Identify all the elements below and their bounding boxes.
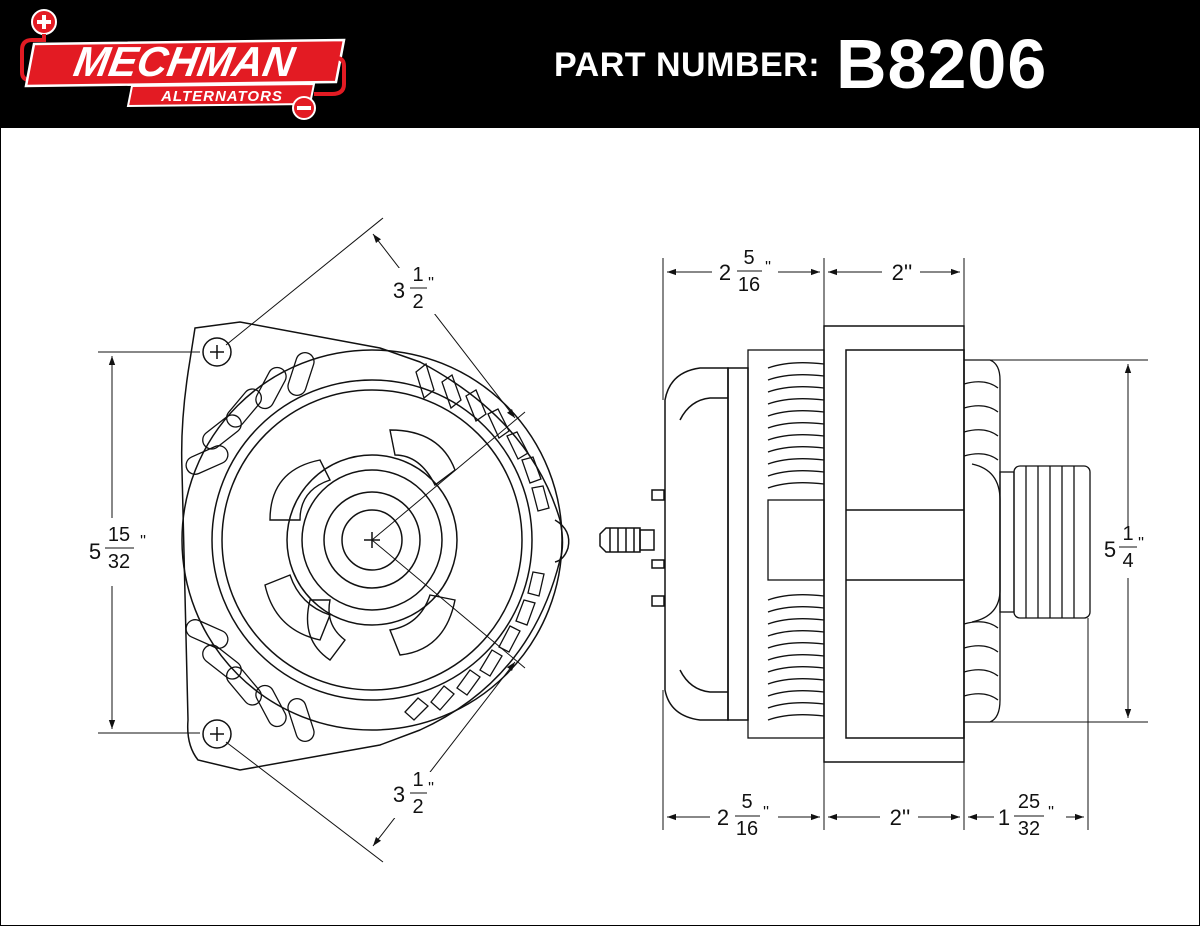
mounting-bracket	[180, 321, 564, 771]
side-bottom-mid-label: 2''	[890, 805, 911, 830]
side-top-left-unit: ''	[765, 259, 771, 276]
front-upper-unit: ''	[428, 275, 434, 292]
side-bottom-left-whole: 2	[717, 805, 729, 830]
side-right-height-whole: 5	[1104, 537, 1116, 562]
front-upper-whole: 3	[393, 278, 405, 303]
side-bottom-right-unit: ''	[1048, 804, 1054, 821]
front-view	[180, 321, 570, 771]
side-extension-lines	[662, 258, 1148, 830]
side-top-left-numerator: 5	[743, 247, 754, 269]
front-lower-whole: 3	[393, 782, 405, 807]
front-height-numerator: 15	[108, 524, 130, 546]
housing-vent-slots	[404, 362, 550, 721]
mechman-logo: MECHMAN ALTERNATORS	[20, 9, 346, 120]
rear-cover	[664, 367, 729, 721]
side-right-height-dimension: 5 1 4 ''	[1104, 364, 1144, 718]
brand-main-text: MECHMAN	[70, 38, 299, 85]
part-number-label: PART NUMBER:	[554, 46, 821, 84]
side-top-right-dimension: 2''	[828, 260, 960, 285]
mount-hole-upper	[202, 337, 232, 367]
mount-hole-lower	[202, 719, 232, 749]
stator-body	[823, 325, 965, 763]
side-right-height-unit: ''	[1138, 535, 1144, 552]
side-view	[599, 325, 1091, 763]
hub-outer	[286, 454, 458, 626]
side-top-left-whole: 2	[719, 260, 731, 285]
side-bottom-left-unit: ''	[763, 804, 769, 821]
front-height-whole: 5	[89, 539, 101, 564]
side-top-left-denominator: 16	[738, 274, 760, 296]
minus-icon	[292, 96, 316, 120]
side-bottom-left-denominator: 16	[736, 818, 758, 840]
front-lower-denominator: 2	[412, 796, 423, 818]
front-lower-dimension: 3 1 2 ''	[225, 539, 526, 863]
front-height-denominator: 32	[108, 551, 130, 573]
bracket-slots	[185, 351, 315, 743]
side-top-right-label: 2''	[892, 260, 913, 285]
front-upper-dimension: 3 1 2 ''	[225, 217, 526, 541]
header-bar: MECHMAN ALTERNATORS PART NUMBER: B8206	[0, 0, 1200, 128]
side-right-height-numerator: 1	[1122, 523, 1133, 545]
side-bottom-right-whole: 1	[998, 805, 1010, 830]
terminal-stud	[599, 527, 655, 553]
side-bottom-right-denominator: 32	[1018, 818, 1040, 840]
front-height-dimension: 5 15 32 ''	[89, 351, 200, 734]
shaft-bore	[323, 491, 421, 589]
side-bottom-right-dimension: 1 25 32 ''	[968, 791, 1084, 840]
rear-plate	[727, 367, 749, 721]
side-right-height-denominator: 4	[1122, 550, 1133, 572]
front-housing-outer	[181, 349, 563, 731]
front-cooling-fins	[963, 359, 1001, 723]
side-bottom-mid-dimension: 2''	[828, 805, 960, 830]
pulley	[999, 465, 1091, 619]
side-bottom-right-numerator: 25	[1018, 791, 1040, 813]
fan-blades	[264, 429, 456, 661]
front-lower-unit: ''	[428, 780, 434, 797]
front-upper-denominator: 2	[412, 291, 423, 313]
front-upper-numerator: 1	[412, 264, 423, 286]
side-bottom-left-dimension: 2 5 16 ''	[667, 791, 820, 840]
front-height-unit: ''	[140, 533, 146, 550]
front-lower-numerator: 1	[412, 769, 423, 791]
brand-sub-text: ALTERNATORS	[160, 88, 283, 105]
rear-cooling-fins	[747, 349, 825, 739]
plus-icon	[31, 9, 57, 35]
part-number: B8206	[836, 25, 1048, 103]
side-top-left-dimension: 2 5 16 ''	[667, 247, 820, 296]
side-bottom-left-numerator: 5	[741, 791, 752, 813]
